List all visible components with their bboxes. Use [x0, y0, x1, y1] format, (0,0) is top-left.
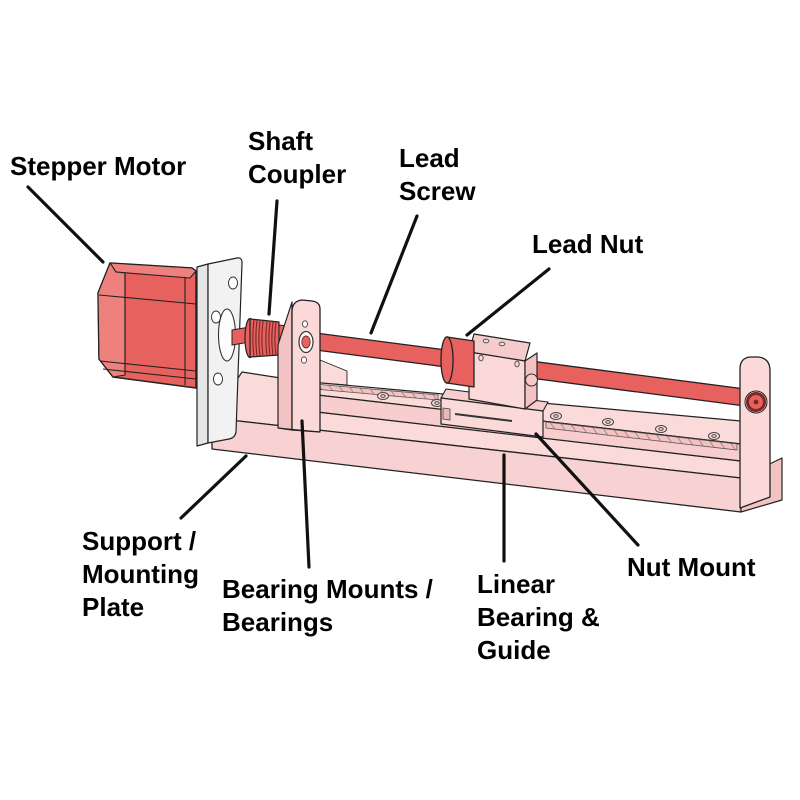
leader-lines	[26, 185, 640, 569]
label-line: Lead Nut	[532, 229, 644, 259]
label-lead-nut: Lead Nut	[532, 228, 643, 261]
shaft-coupler-leader	[267, 199, 279, 316]
label-shaft-coupler: Shaft Coupler	[248, 125, 346, 191]
motor-mounting-plate	[196, 257, 243, 447]
nut-mount-leader	[534, 432, 640, 547]
label-line: Plate	[82, 592, 145, 622]
label-line: Lead	[399, 143, 460, 173]
support-plate-leader	[179, 454, 248, 520]
lead-nut-leader	[465, 267, 551, 337]
bearing-mount-face	[291, 299, 321, 433]
motor-left-chamfer	[97, 262, 126, 378]
label-line: Stepper Motor	[10, 151, 187, 181]
rail-screw-holes	[377, 392, 720, 440]
end-bearing-center	[753, 399, 759, 405]
stepper-motor-leader	[26, 185, 105, 264]
end-support-face	[739, 356, 771, 509]
label-line: Shaft	[248, 126, 313, 156]
coupler-ribs	[252, 319, 277, 357]
stepper-motor-part	[97, 262, 197, 389]
carriage-clip	[442, 407, 451, 421]
end-bearing-support	[739, 356, 771, 509]
plate-side-strip	[196, 263, 209, 447]
bearing-mount-part	[277, 299, 321, 433]
nut-mount-bore	[524, 373, 539, 387]
motor-detail-lines	[98, 273, 197, 385]
nut-mount-part	[468, 333, 539, 410]
label-line: Guide	[477, 635, 551, 665]
carriage-slot	[454, 413, 513, 422]
rail-groove-hatch-right	[545, 421, 738, 451]
label-line: Linear	[477, 569, 556, 599]
lead-screw-leader	[369, 214, 419, 335]
label-support-mounting-plate: Support / Mounting Plate	[82, 525, 199, 624]
bearing-bore-screw	[301, 335, 311, 349]
lead-nut-part	[440, 336, 475, 388]
nut-mount-screw-holes	[478, 338, 520, 368]
label-line: Bearing Mounts /	[222, 574, 433, 604]
label-stepper-motor: Stepper Motor	[10, 150, 186, 183]
label-line: Support /	[82, 526, 197, 556]
label-line: Nut Mount	[627, 552, 756, 582]
base-wedge	[319, 359, 348, 386]
label-line: Coupler	[248, 159, 347, 189]
bearing-mounts-leader	[300, 419, 311, 569]
lead-nut-cap	[440, 336, 454, 384]
end-bearing-outer	[744, 390, 768, 414]
label-lead-screw: Lead Screw	[399, 142, 476, 208]
label-line: Screw	[399, 176, 476, 206]
plate-holes	[211, 276, 238, 386]
label-line: Bearings	[222, 607, 334, 637]
label-bearing-mounts: Bearing Mounts / Bearings	[222, 573, 433, 639]
bearing-mount-flange-line	[277, 427, 321, 433]
label-line: Mounting	[82, 559, 199, 589]
label-nut-mount: Nut Mount	[627, 551, 756, 584]
label-line: Bearing &	[477, 602, 600, 632]
nut-mount-front-face	[468, 351, 526, 410]
bearing-mount-screw-dots	[301, 320, 308, 364]
label-linear-bearing-guide: Linear Bearing & Guide	[477, 568, 600, 667]
bearing-mount-gusset	[277, 301, 293, 431]
